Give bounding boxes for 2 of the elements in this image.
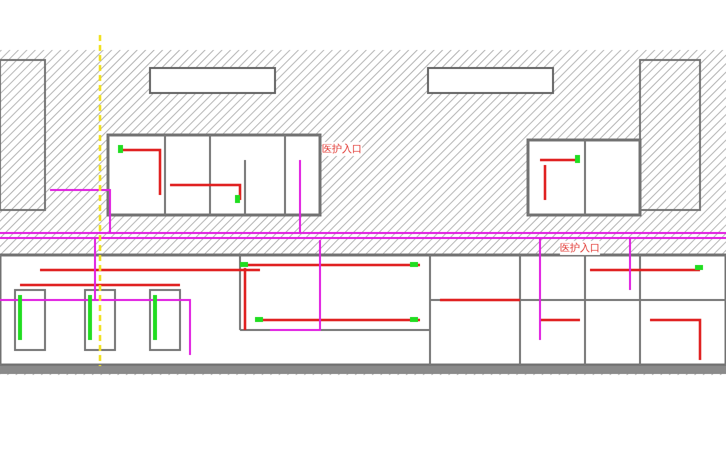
- entrance-label: 医护入口: [560, 241, 600, 255]
- entrance-label: 医护入口: [322, 142, 362, 156]
